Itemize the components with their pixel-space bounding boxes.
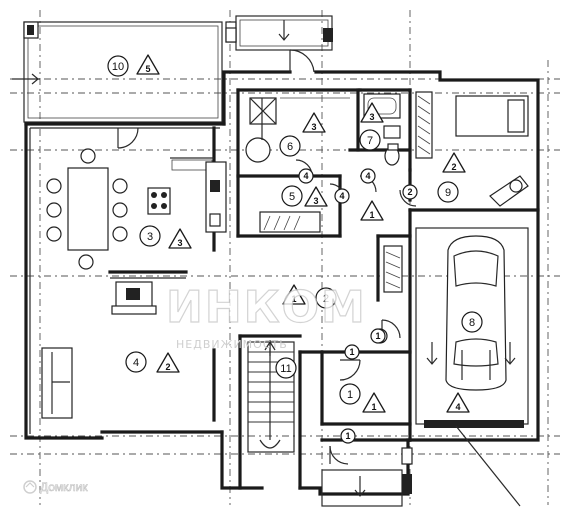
bed-icon <box>455 95 529 137</box>
room-6-triangle <box>302 112 326 133</box>
room-7-circle <box>359 129 381 151</box>
door-marker-3-label: 2 <box>407 187 412 197</box>
room-4-triangle-label: 2 <box>165 362 170 372</box>
room-3-label: 3 <box>147 231 153 243</box>
room-10-triangle <box>136 54 160 75</box>
room-9-circle <box>437 181 459 203</box>
door-marker-0-circle <box>298 168 314 184</box>
watermark-logo-icon <box>23 480 37 494</box>
hall-cabinet <box>383 245 403 293</box>
interior-walls <box>108 88 540 490</box>
room-2-circle <box>315 287 337 309</box>
room-6-circle <box>279 135 301 157</box>
room-9-label: 9 <box>445 187 451 199</box>
desk-icon <box>489 175 529 207</box>
room-1-label: 1 <box>347 389 353 401</box>
door-marker-3-circle <box>402 184 418 200</box>
kitchen-door <box>117 127 139 149</box>
watermark: ИНКОМ НЕДВИЖИМОСТЬ Домклик <box>23 281 367 494</box>
door-marker-6-label: 1 <box>345 431 350 441</box>
kitchen-counter <box>170 157 227 233</box>
door-marker-7-circle <box>370 328 386 344</box>
room-1-triangle <box>362 392 386 413</box>
room-3-circle <box>139 225 161 247</box>
room-3a-triangle <box>360 102 384 123</box>
sink-icon <box>383 125 401 139</box>
room-10-triangle-label: 5 <box>145 64 150 74</box>
watermark-main: ИНКОМ <box>166 282 367 333</box>
room-8-triangle <box>446 392 470 413</box>
toilet-icon <box>384 143 400 166</box>
room-3-triangle <box>168 228 192 249</box>
room-10-label: 10 <box>112 61 124 73</box>
room-9-triangle <box>442 152 466 173</box>
storage-icon <box>259 211 321 233</box>
garage-arrows <box>426 342 516 365</box>
room-4-circle <box>125 351 147 373</box>
room-5-triangle-label: 3 <box>313 196 318 206</box>
room-8-label: 8 <box>469 317 475 329</box>
room-markers: 10536379253133218442111144421111 <box>107 54 483 444</box>
porch-top <box>225 15 333 51</box>
sofa-icon <box>41 347 73 419</box>
room-8-circle <box>461 311 483 333</box>
door-marker-0-label: 4 <box>303 171 308 181</box>
fireplace-icon <box>111 281 157 315</box>
room-6-triangle-label: 3 <box>311 122 316 132</box>
room-10-circle <box>107 55 129 77</box>
door-marker-4-label: 1 <box>349 347 354 357</box>
door-marker-1-label: 4 <box>339 191 344 201</box>
room-11-circle <box>275 357 297 379</box>
room-5-circle <box>281 185 303 207</box>
room-2-triangle-label: 1 <box>291 294 296 304</box>
room-1-circle <box>339 383 361 405</box>
room-5-label: 5 <box>289 191 295 203</box>
room-4-triangle <box>156 352 180 373</box>
door-marker-2-label: 4 <box>365 171 370 181</box>
room-1-triangle-label: 1 <box>371 402 376 412</box>
room-5-triangle <box>304 186 328 207</box>
room-7-label: 7 <box>367 135 373 147</box>
door-marker-4-circle <box>344 344 360 360</box>
room-3a-triangle-label: 3 <box>369 112 374 122</box>
dining-table-icon <box>46 148 128 270</box>
door-marker-2-circle <box>360 168 376 184</box>
room-8-triangle-label: 4 <box>455 402 460 412</box>
room-2-label: 2 <box>323 293 329 305</box>
entry-door <box>289 49 315 73</box>
room-9-triangle-label: 2 <box>451 162 456 172</box>
room-hall-triangle <box>360 200 384 221</box>
room-2-triangle <box>282 284 306 305</box>
boiler-icon <box>245 97 350 163</box>
staircase <box>247 340 295 453</box>
door-marker-7-label: 1 <box>375 331 380 341</box>
room-4-label: 4 <box>133 357 139 369</box>
door-marker-6-circle <box>340 428 356 444</box>
porch-bottom <box>321 447 413 507</box>
room-hall-triangle-label: 1 <box>369 210 374 220</box>
room-3-triangle-label: 3 <box>177 238 182 248</box>
stove-icon <box>147 187 171 215</box>
door-marker-1-circle <box>334 188 350 204</box>
garage <box>415 227 529 507</box>
room-11-label: 11 <box>280 363 291 375</box>
room-6-label: 6 <box>287 141 293 153</box>
watermark-corner: Домклик <box>40 480 88 494</box>
wardrobe-icon <box>415 91 433 159</box>
watermark-sub: НЕДВИЖИМОСТЬ <box>176 338 288 351</box>
